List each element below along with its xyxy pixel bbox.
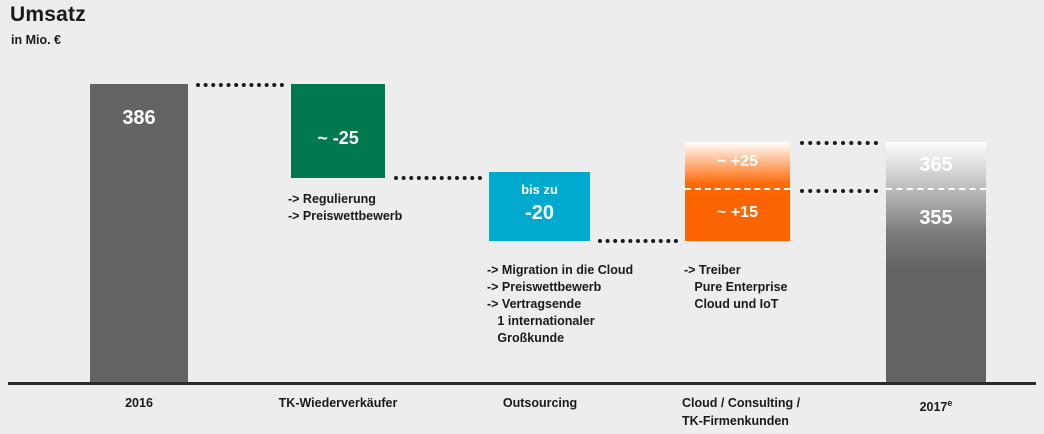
value-caption-outsourcing: bis zu xyxy=(521,182,558,197)
category-label-cloud-consulting: Cloud / Consulting / TK-Firmenkunden xyxy=(682,396,801,428)
chart-unit-subtitle: in Mio. € xyxy=(11,33,61,47)
category-label-2017e-superscript: e xyxy=(947,398,953,408)
connector-dotted-1 xyxy=(196,83,284,87)
value-label-2017e-lower: 355 xyxy=(919,207,953,229)
connector-dotted-3 xyxy=(598,239,678,243)
annotation-outsourcing: -> Migration in die Cloud -> Preiswettbe… xyxy=(487,263,634,345)
x-axis-line xyxy=(8,382,1036,385)
connector-dotted-5 xyxy=(800,189,878,193)
connector-dotted-4 xyxy=(800,141,878,145)
value-label-outsourcing: -20 xyxy=(525,202,554,224)
category-label-2017e: 2017e xyxy=(886,394,986,416)
category-label-outsourcing: Outsourcing xyxy=(502,396,578,410)
annotation-cloud-consulting: -> Treiber Pure Enterprise Cloud und IoT xyxy=(684,263,788,311)
category-label-tk-wiederverkaeufer: TK-Wiederverkäufer xyxy=(278,396,398,410)
value-label-cloud-lower: ~ +15 xyxy=(717,204,758,221)
orange-range-divider xyxy=(685,188,790,190)
connector-dotted-2 xyxy=(394,176,482,180)
end-range-divider xyxy=(886,188,986,190)
value-label-cloud-upper: ~ +25 xyxy=(717,153,758,170)
bar-outsourcing xyxy=(489,172,590,241)
value-label-tk-wiederverkaeufer: ~ -25 xyxy=(317,128,359,148)
bar-tk-wiederverkaeufer xyxy=(291,84,385,178)
bar-2017e-total xyxy=(886,142,986,383)
annotation-tk-wiederverkaeufer: -> Regulierung -> Preiswettbewerb xyxy=(288,192,403,223)
bar-2016-total xyxy=(90,84,188,383)
page-title: Umsatz xyxy=(10,3,86,26)
value-label-2016: 386 xyxy=(122,107,156,129)
category-label-2016: 2016 xyxy=(125,396,153,410)
category-label-2017e-text: 2017 xyxy=(919,400,948,415)
bar-cloud-consulting xyxy=(685,142,790,241)
value-label-2017e-upper: 365 xyxy=(919,154,953,176)
